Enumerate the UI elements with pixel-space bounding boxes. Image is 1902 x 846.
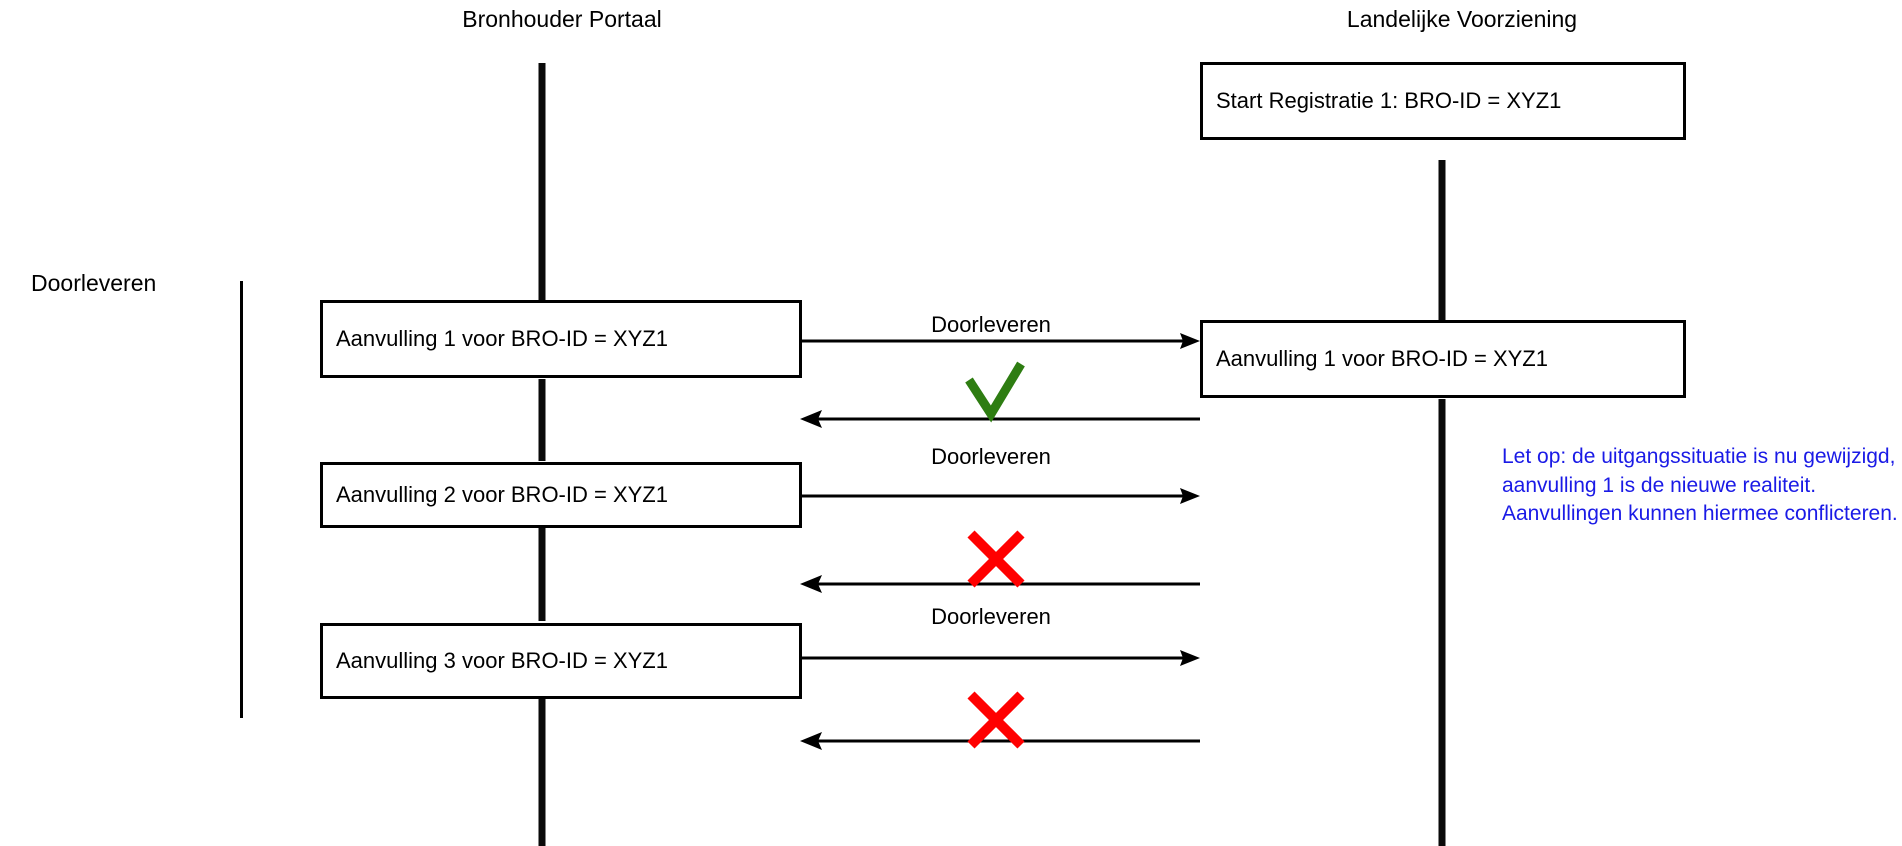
arrow-doorleveren-3-response [800,732,1200,750]
message-box-bp-aanvulling-1-label: Aanvulling 1 voor BRO-ID = XYZ1 [336,325,668,351]
arrow-doorleveren-2-request [802,488,1200,504]
actor-title-landelijke-voorziening: Landelijke Voorziening [1346,6,1578,32]
arrow-doorleveren-3-request [802,650,1200,666]
status-check-icon-1 [965,361,1025,423]
annotation-note-conflict: Let op: de uitgangssituatie is nu gewijz… [1502,445,1898,526]
scope-bracket-doorleveren [240,281,243,718]
message-box-bp-aanvulling-3-label: Aanvulling 3 voor BRO-ID = XYZ1 [336,647,668,673]
arrow-doorleveren-2-response [800,575,1200,593]
lifeline-landelijke-voorziening-lower [1438,399,1446,846]
message-box-bp-aanvulling-2[interactable]: Aanvulling 2 voor BRO-ID = XYZ1 [320,462,802,528]
lifeline-bronhouder-portaal-lower [538,699,546,846]
status-cross-icon-2 [967,530,1025,588]
lifeline-bronhouder-portaal-upper [538,63,546,301]
arrow-label-doorleveren-1: Doorleveren [931,312,1051,337]
arrow-doorleveren-1-request [802,333,1200,349]
message-box-bp-aanvulling-3[interactable]: Aanvulling 3 voor BRO-ID = XYZ1 [320,623,802,699]
arrow-doorleveren-1-response [800,410,1200,428]
message-box-lv-aanvulling-1-label: Aanvulling 1 voor BRO-ID = XYZ1 [1216,345,1548,371]
message-box-lv-start-registratie[interactable]: Start Registratie 1: BRO-ID = XYZ1 [1200,62,1686,140]
arrow-label-doorleveren-3: Doorleveren [931,604,1051,629]
message-box-bp-aanvulling-1[interactable]: Aanvulling 1 voor BRO-ID = XYZ1 [320,300,802,378]
message-box-bp-aanvulling-2-label: Aanvulling 2 voor BRO-ID = XYZ1 [336,481,668,507]
status-cross-icon-3 [967,691,1025,749]
message-box-lv-aanvulling-1[interactable]: Aanvulling 1 voor BRO-ID = XYZ1 [1200,320,1686,398]
scope-label-doorleveren: Doorleveren [31,270,157,296]
arrow-label-doorleveren-2: Doorleveren [931,444,1051,469]
lifeline-bronhouder-portaal-mid2 [538,527,546,621]
actor-title-bronhouder-portaal: Bronhouder Portaal [462,6,662,32]
message-box-lv-start-registratie-label: Start Registratie 1: BRO-ID = XYZ1 [1216,87,1562,113]
lifeline-bronhouder-portaal-mid1 [538,379,546,461]
lifeline-landelijke-voorziening-upper [1438,160,1446,322]
